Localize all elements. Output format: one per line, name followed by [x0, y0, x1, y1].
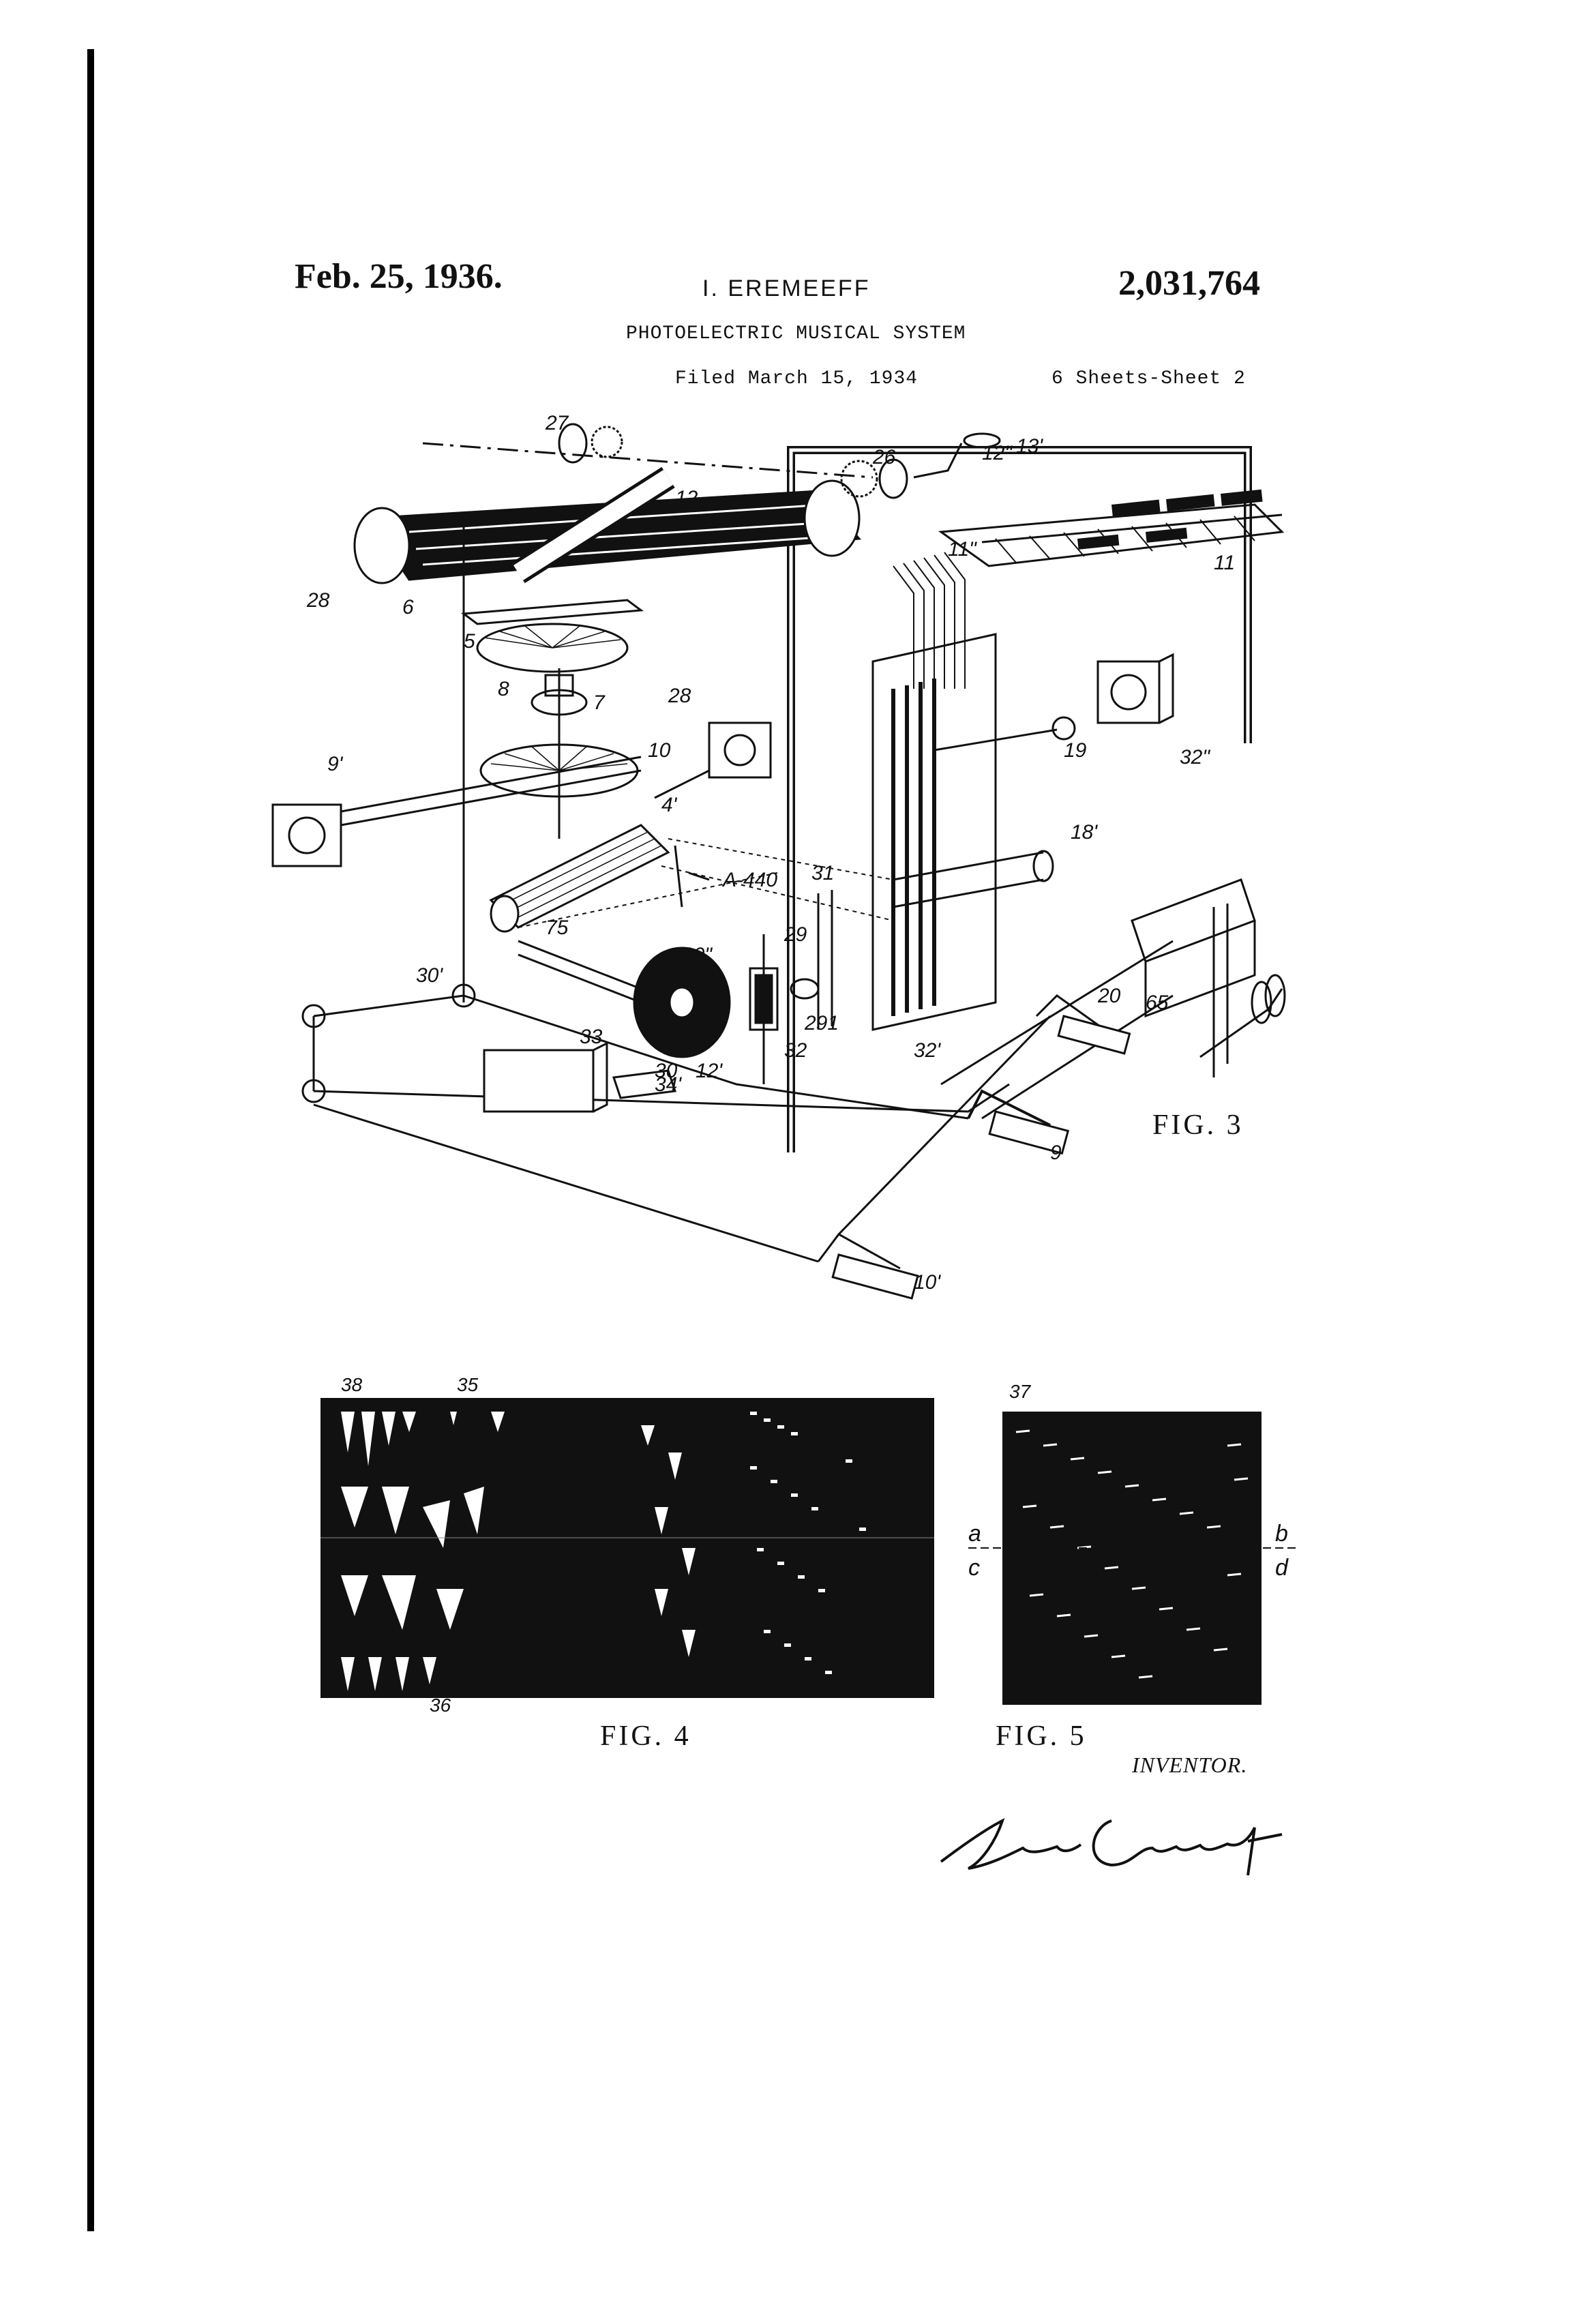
inventor-label: INVENTOR.	[1132, 1753, 1248, 1777]
svg-text:5: 5	[464, 630, 475, 653]
svg-text:75: 75	[546, 917, 569, 939]
fig5-drawing: 37 ac bd	[968, 1381, 1296, 1705]
svg-text:65: 65	[1146, 992, 1169, 1014]
svg-text:32: 32	[784, 1039, 807, 1062]
svg-text:19: 19	[1064, 739, 1087, 762]
svg-text:35: 35	[457, 1374, 479, 1395]
svg-text:28: 28	[668, 685, 691, 707]
svg-text:d: d	[1275, 1555, 1289, 1581]
svg-text:27: 27	[545, 412, 569, 434]
svg-text:34': 34'	[655, 1073, 682, 1096]
sheet-count: 6 Sheets-Sheet 2	[1051, 368, 1246, 389]
svg-text:32': 32'	[914, 1039, 941, 1062]
svg-text:38: 38	[341, 1374, 363, 1395]
fig3-drawing: 27 12"13' 26 12 11" 11 28 6 5 28 8 7 9' 10 4' 19 32…	[271, 412, 1286, 1300]
svg-text:26: 26	[872, 446, 896, 468]
svg-text:6: 6	[402, 596, 414, 619]
svg-text:30: 30	[655, 1060, 678, 1082]
filed-date: Filed March 15, 1934	[675, 368, 919, 389]
patent-date: Feb. 25, 1936.	[295, 257, 503, 296]
svg-text:A-440: A-440	[721, 869, 777, 891]
svg-text:32": 32"	[1180, 746, 1210, 769]
svg-text:10: 10	[648, 739, 671, 762]
patent-title: PHOTOELECTRIC MUSICAL SYSTEM	[626, 323, 966, 344]
svg-text:18': 18'	[1071, 821, 1098, 844]
svg-text:12': 12'	[696, 1060, 723, 1082]
svg-text:37: 37	[1009, 1381, 1032, 1402]
svg-text:8: 8	[498, 678, 509, 700]
svg-text:c: c	[968, 1555, 980, 1581]
fig4-label: FIG. 4	[600, 1720, 691, 1752]
svg-text:31: 31	[811, 862, 834, 884]
svg-text:28: 28	[306, 589, 330, 612]
svg-text:11: 11	[1214, 552, 1235, 574]
svg-text:12": 12"	[982, 442, 1013, 464]
scan-edge-bar	[87, 49, 94, 2231]
fig4-drawing: 38 35 36	[320, 1374, 934, 1712]
fig3-label: FIG. 3	[1152, 1109, 1244, 1141]
svg-text:b: b	[1275, 1521, 1288, 1547]
svg-text:9': 9'	[327, 753, 344, 775]
inventor-signature	[940, 1818, 1283, 1876]
svg-text:7: 7	[593, 691, 606, 714]
inventor-name: I. EREMEEFF	[702, 275, 871, 301]
svg-text:10': 10'	[914, 1271, 941, 1294]
patent-number: 2,031,764	[1118, 264, 1260, 303]
svg-text:13': 13'	[1016, 435, 1043, 458]
svg-text:9: 9	[1050, 1142, 1062, 1164]
svg-text:30': 30'	[416, 964, 443, 987]
svg-text:36: 36	[430, 1695, 451, 1712]
svg-text:30": 30"	[682, 944, 713, 966]
svg-text:29: 29	[783, 923, 807, 946]
svg-text:a: a	[968, 1521, 981, 1547]
svg-text:11": 11"	[948, 538, 977, 561]
svg-text:20: 20	[1097, 985, 1121, 1007]
svg-text:33: 33	[580, 1026, 603, 1048]
fig5-label: FIG. 5	[996, 1720, 1087, 1752]
svg-text:4': 4'	[661, 794, 678, 816]
svg-text:291: 291	[804, 1012, 839, 1034]
svg-text:12: 12	[675, 487, 698, 509]
